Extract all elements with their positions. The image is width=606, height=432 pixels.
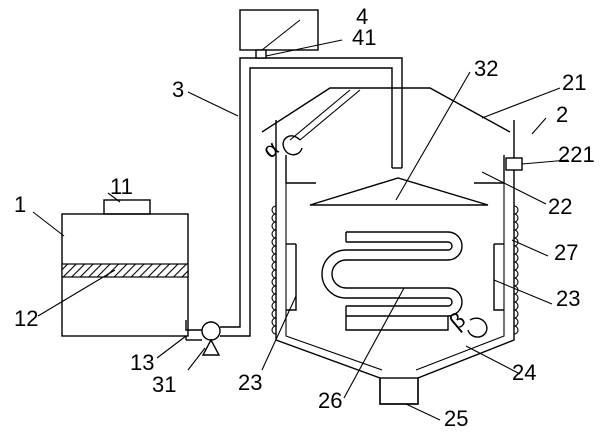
inner-sleeve-right — [493, 244, 504, 311]
side-nozzle — [505, 157, 523, 171]
label-4: 4 — [356, 4, 368, 29]
right-baffle — [474, 155, 505, 184]
label-1: 1 — [14, 192, 26, 217]
feed-pipe — [186, 57, 403, 341]
label-32: 32 — [474, 56, 498, 81]
vessel-outer-wall — [275, 120, 515, 405]
connector — [255, 49, 267, 59]
control-box — [239, 9, 319, 59]
label-21: 21 — [562, 70, 586, 95]
filter-layer — [61, 263, 189, 278]
tank-cap — [103, 199, 151, 215]
jacket-loop — [271, 205, 277, 335]
pump — [201, 321, 221, 356]
label-221: 221 — [558, 142, 595, 167]
label-11: 11 — [110, 174, 133, 199]
storage-tank — [61, 199, 204, 340]
label-12: 12 — [14, 306, 38, 331]
label-13: 13 — [130, 350, 154, 375]
top-valve — [282, 135, 303, 156]
label-25: 25 — [444, 406, 468, 431]
left-baffle — [285, 155, 316, 184]
label-3: 3 — [172, 77, 184, 102]
label-23-right: 23 — [556, 286, 580, 311]
reaction-vessel: α β — [258, 87, 523, 405]
vessel-cover — [261, 87, 511, 133]
svg-text:α: α — [258, 135, 284, 163]
bottom-valve — [467, 317, 488, 338]
label-24: 24 — [512, 360, 536, 385]
label-23-left: 23 — [238, 370, 262, 395]
label-41: 41 — [352, 25, 376, 50]
drain-outlet — [379, 377, 419, 405]
heating-coil — [321, 231, 463, 331]
jacket-heater-left — [271, 205, 277, 335]
label-26: 26 — [318, 388, 342, 413]
leader-lines — [32, 19, 569, 421]
distribution-cone — [309, 177, 489, 206]
label-27: 27 — [554, 240, 578, 265]
label-2: 2 — [556, 102, 568, 127]
label-31: 31 — [152, 372, 176, 397]
label-22: 22 — [548, 194, 572, 219]
callout-labels: 1 11 12 13 31 3 4 41 32 21 2 221 22 27 2… — [14, 4, 595, 431]
